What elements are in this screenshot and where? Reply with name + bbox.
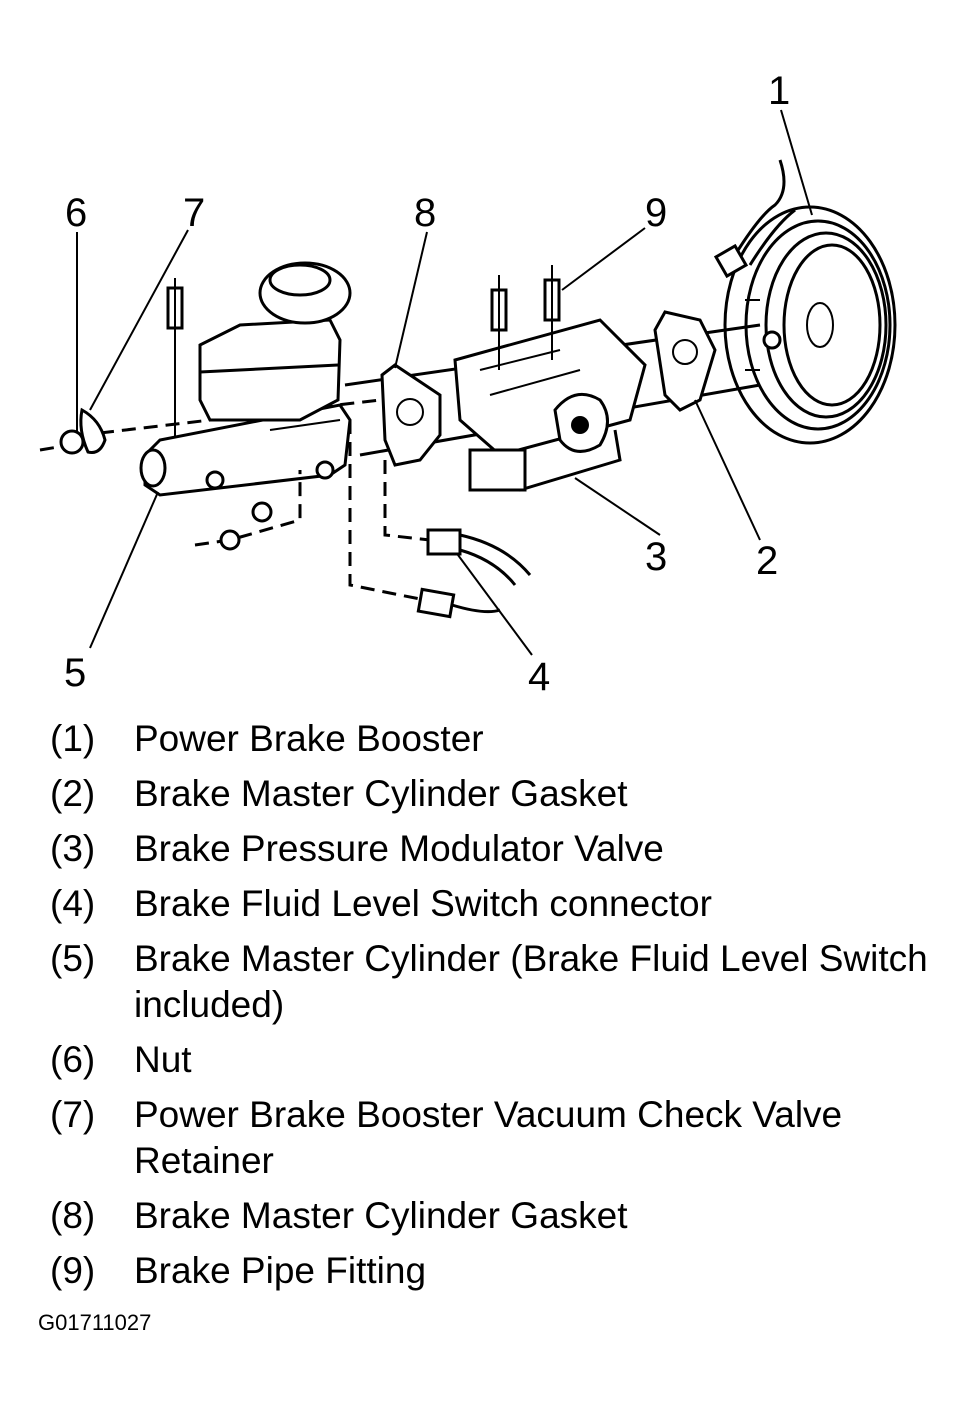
legend-item: (3) Brake Pressure Modulator Valve [50, 826, 950, 872]
legend-number: (2) [50, 773, 96, 814]
callout-8: 8 [414, 191, 436, 235]
callout-7: 7 [183, 191, 205, 235]
legend-label: Brake Pipe Fitting [134, 1250, 427, 1291]
callout-2: 2 [756, 539, 778, 583]
legend-label: Brake Master Cylinder (Brake Fluid Level… [134, 938, 928, 1025]
master-cylinder-gasket-8 [380, 363, 442, 467]
figure-id: G01711027 [38, 1310, 152, 1335]
nut-and-retainer [59, 407, 107, 455]
fluid-level-switch-connector [348, 420, 532, 619]
legend-label: Power Brake Booster [134, 718, 484, 759]
legend-label: Brake Fluid Level Switch connector [134, 883, 712, 924]
legend-item: (5) Brake Master Cylinder (Brake Fluid L… [50, 936, 950, 1028]
legend-number: (8) [50, 1195, 96, 1236]
callout-9: 9 [645, 191, 667, 235]
legend-item: (1) Power Brake Booster [50, 716, 950, 762]
legend-number: (6) [50, 1039, 96, 1080]
brake-pipe-fitting-9 [166, 265, 561, 440]
power-brake-booster [713, 159, 897, 445]
brake-pressure-modulator-valve [453, 318, 647, 492]
legend-item: (9) Brake Pipe Fitting [50, 1248, 950, 1294]
legend-item: (8) Brake Master Cylinder Gasket [50, 1193, 950, 1239]
legend-label: Brake Master Cylinder Gasket [134, 773, 628, 814]
legend-label: Brake Pressure Modulator Valve [134, 828, 664, 869]
mounting-nuts [194, 470, 302, 551]
legend-label: Power Brake Booster Vacuum Check Valve R… [134, 1094, 843, 1181]
exploded-view-diagram: 1 2 3 4 5 6 7 8 9 [39, 69, 897, 699]
legend-label: Brake Master Cylinder Gasket [134, 1195, 628, 1236]
callout-1: 1 [768, 69, 790, 113]
legend-number: (5) [50, 938, 96, 979]
parts-legend: (1) Power Brake Booster (2) Brake Master… [50, 716, 950, 1303]
legend-number: (4) [50, 883, 96, 924]
legend-item: (7) Power Brake Booster Vacuum Check Val… [50, 1092, 950, 1184]
master-cylinder-gasket-2 [653, 310, 717, 412]
legend-label: Nut [134, 1039, 192, 1080]
legend-number: (1) [50, 718, 96, 759]
callout-5: 5 [64, 651, 86, 695]
legend-item: (4) Brake Fluid Level Switch connector [50, 881, 950, 927]
legend-item: (2) Brake Master Cylinder Gasket [50, 771, 950, 817]
legend-number: (3) [50, 828, 96, 869]
leader-lines [76, 109, 813, 656]
callout-6: 6 [65, 191, 87, 235]
legend-item: (6) Nut [50, 1037, 950, 1083]
callout-4: 4 [528, 655, 550, 699]
legend-number: (7) [50, 1094, 96, 1135]
callout-3: 3 [645, 535, 667, 579]
legend-number: (9) [50, 1250, 96, 1291]
